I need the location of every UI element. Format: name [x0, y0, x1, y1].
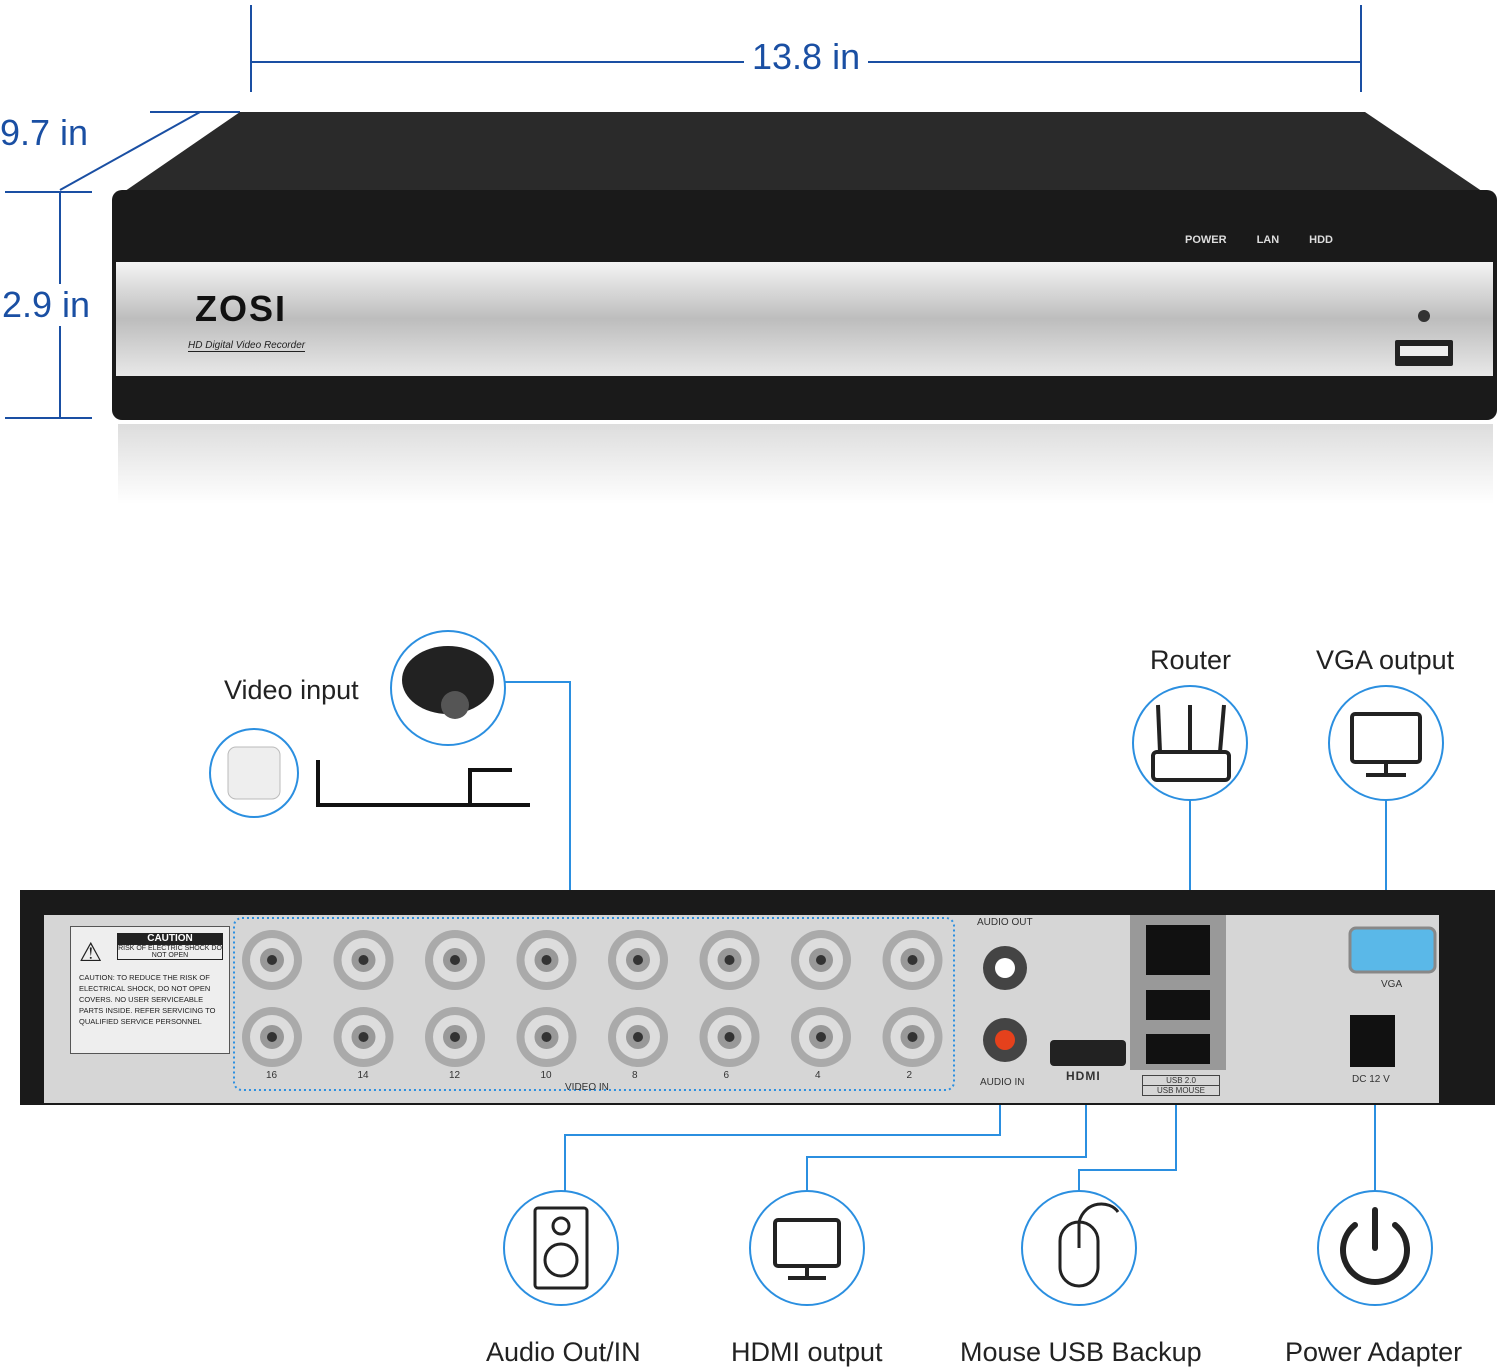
camera-icon	[402, 646, 494, 719]
bnc-connector	[541, 955, 552, 965]
router-icon	[1151, 704, 1231, 782]
bnc-connector	[358, 1032, 369, 1042]
bnc-connector	[816, 1032, 826, 1042]
speaker-icon	[533, 1206, 589, 1290]
dvr-back	[20, 890, 1495, 1105]
bnc-connector	[724, 955, 735, 965]
bnc-connector	[633, 1032, 643, 1042]
vga-port-label: VGA	[1381, 979, 1403, 990]
height-dimension: 2.9 in	[0, 284, 93, 326]
indicator-power: POWER	[1185, 234, 1227, 246]
front-subtitle: HD Digital Video Recorder	[188, 340, 306, 352]
bnc-connectors	[242, 930, 943, 1067]
channel-label: 14	[357, 1070, 369, 1081]
indicator-hdd: HDD	[1309, 234, 1334, 246]
video-in-label: VIDEO IN	[565, 1082, 609, 1093]
brand-logo: ZOSI	[195, 288, 288, 329]
audio-out-label: AUDIO OUT	[977, 917, 1033, 928]
mouse-icon	[1058, 1202, 1120, 1288]
channel-label: 16	[266, 1070, 278, 1081]
callout-video-input: Video input	[224, 675, 359, 705]
callout-mouse-usb: Mouse USB Backup	[960, 1337, 1202, 1367]
dvr-front	[112, 112, 1497, 504]
monitor-icon-hdmi	[773, 1218, 841, 1280]
bnc-connector	[633, 955, 643, 965]
dc-label: DC 12 V	[1352, 1074, 1390, 1085]
caution-label: CAUTION RISK OF ELECTRIC SHOCK DO NOT OP…	[70, 926, 230, 1054]
callout-power-adapter: Power Adapter	[1285, 1337, 1463, 1367]
channel-label: 10	[540, 1070, 552, 1081]
usb-mouse-label: USB MOUSE	[1142, 1085, 1220, 1096]
indicator-lan: LAN	[1256, 234, 1280, 246]
callout-hdmi-output: HDMI output	[731, 1337, 883, 1367]
adapter-cable	[316, 760, 530, 807]
bnc-connector	[358, 955, 369, 965]
callout-vga-output: VGA output	[1316, 645, 1455, 675]
power-icon	[1340, 1207, 1410, 1285]
channel-label: 6	[723, 1070, 730, 1081]
outlet-icon	[227, 746, 281, 800]
bnc-connector	[724, 1032, 735, 1042]
bnc-connector	[907, 1032, 918, 1042]
channel-label: 12	[449, 1070, 461, 1081]
bnc-connector	[267, 1032, 277, 1042]
channel-label: 2	[906, 1070, 913, 1081]
bnc-connector	[267, 955, 277, 965]
warning-icon: ⚠	[79, 937, 103, 967]
bnc-connector	[816, 955, 826, 965]
caution-title: CAUTION	[117, 933, 223, 944]
hdmi-port-label: HDMI	[1066, 1069, 1101, 1083]
caution-body: CAUTION: TO REDUCE THE RISK OF ELECTRICA…	[79, 973, 216, 1026]
indicator-lights: POWER LAN HDD	[1185, 234, 1333, 246]
depth-dimension: 9.7 in	[0, 112, 89, 154]
channel-label: 4	[815, 1070, 821, 1081]
callout-router: Router	[1150, 645, 1232, 675]
caution-subtitle: RISK OF ELECTRIC SHOCK DO NOT OPEN	[117, 944, 223, 960]
callout-audio: Audio Out/IN	[486, 1337, 641, 1367]
audio-in-label: AUDIO IN	[980, 1077, 1025, 1088]
monitor-icon-vga	[1350, 712, 1422, 777]
bnc-connector	[907, 955, 918, 965]
width-dimension: 13.8 in	[744, 36, 869, 78]
bnc-connector	[541, 1032, 552, 1042]
channel-label: 8	[632, 1070, 638, 1081]
bnc-connector	[450, 955, 460, 965]
bnc-connector	[450, 1032, 460, 1042]
